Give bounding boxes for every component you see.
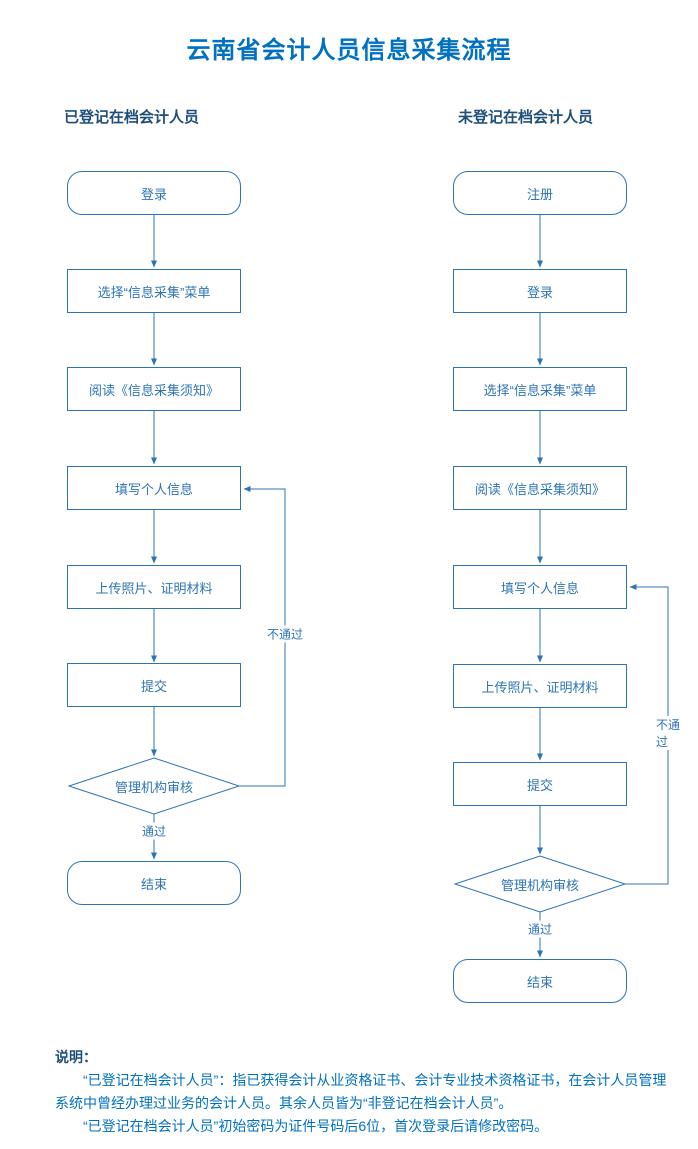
- edge-label-pass-left: 通过: [138, 822, 170, 840]
- notes-heading: 说明：: [55, 1049, 97, 1065]
- flow-node-submit-right: 提交: [453, 762, 627, 806]
- flow-node-review-right: 管理机构审核: [500, 877, 579, 893]
- edge-label-pass-right: 通过: [524, 920, 556, 938]
- flow-node-upload-right: 上传照片、证明材料: [453, 664, 627, 708]
- flow-node-read-notice-left: 阅读《信息采集须知》: [67, 367, 241, 411]
- flow-node-select-menu-right: 选择“信息采集”菜单: [453, 367, 627, 411]
- column-header-registered: 已登记在档会计人员: [64, 109, 200, 126]
- edge-label-fail-left: 不通过: [263, 625, 307, 643]
- column-header-unregistered: 未登记在档会计人员: [458, 109, 594, 126]
- flow-node-login-left: 登录: [67, 171, 241, 215]
- flow-node-review-left: 管理机构审核: [114, 779, 193, 795]
- flow-node-upload-left: 上传照片、证明材料: [67, 565, 241, 609]
- flow-node-end-left: 结束: [67, 861, 241, 905]
- notes-paragraph-1: “已登记在档会计人员”：指已获得会计从业资格证书、会计专业技术资格证书，在会计人…: [55, 1072, 667, 1112]
- flow-node-read-notice-right: 阅读《信息采集须知》: [453, 466, 627, 510]
- flow-node-submit-left: 提交: [67, 663, 241, 707]
- page-title: 云南省会计人员信息采集流程: [186, 37, 512, 64]
- flow-node-end-right: 结束: [453, 959, 627, 1003]
- notes-paragraph-2: “已登记在档会计人员”初始密码为证件号码后6位，首次登录后请修改密码。: [83, 1118, 549, 1135]
- flow-node-fill-info-left: 填写个人信息: [67, 466, 241, 510]
- notes-section: 说明： “已登记在档会计人员”：指已获得会计从业资格证书、会计专业技术资格证书，…: [55, 1046, 667, 1138]
- edge-label-fail-right: 不通过: [653, 716, 683, 750]
- flow-node-select-menu-left: 选择“信息采集”菜单: [67, 269, 241, 313]
- flow-node-fill-info-right: 填写个人信息: [453, 565, 627, 609]
- flow-node-login-right: 登录: [453, 269, 627, 313]
- flow-node-register-right: 注册: [453, 171, 627, 215]
